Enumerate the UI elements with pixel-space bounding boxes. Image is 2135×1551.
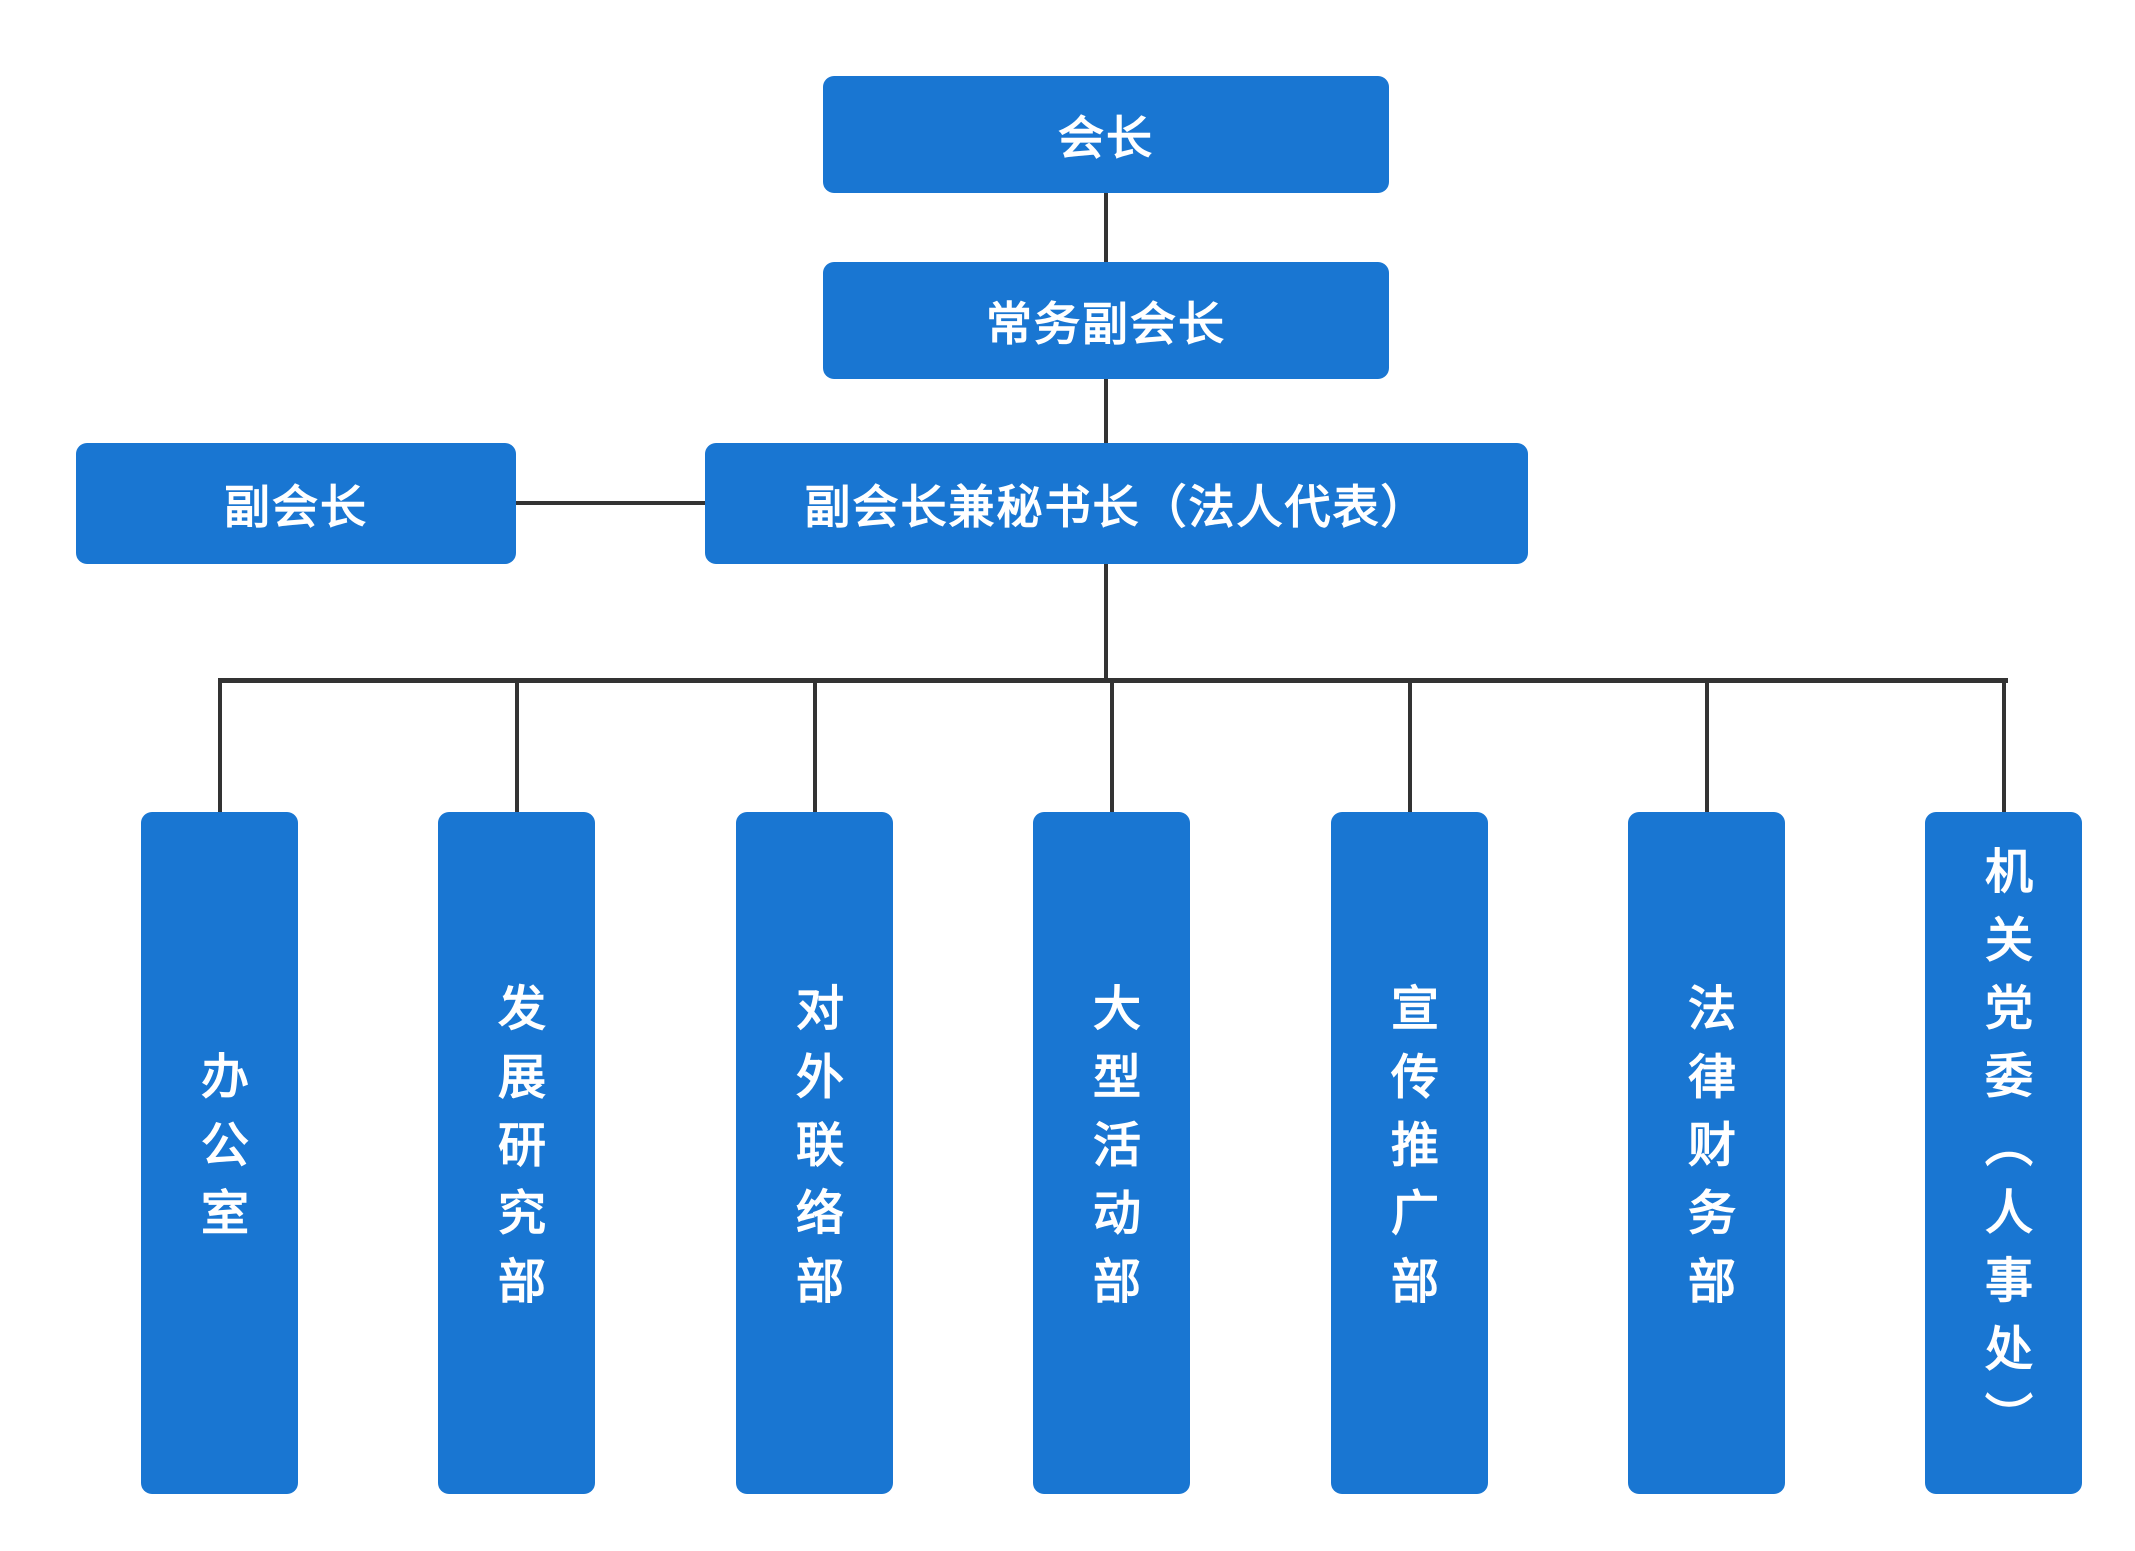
node-dept-major-events: 大型活动部 xyxy=(1033,812,1190,1494)
node-vice-president: 副会长 xyxy=(76,443,516,564)
connector-evp-secretary xyxy=(1104,379,1108,443)
node-executive-vice-president: 常务副会长 xyxy=(823,262,1389,379)
node-dept-publicity-promotion: 宣传推广部 xyxy=(1331,812,1488,1494)
connector-president-evp xyxy=(1104,193,1108,262)
connector-drop-legal-finance xyxy=(1705,680,1709,812)
node-president: 会长 xyxy=(823,76,1389,193)
connector-drop-external-liaison xyxy=(813,680,817,812)
node-vp-secretary-general: 副会长兼秘书长（法人代表） xyxy=(705,443,1528,564)
connector-drop-major-events xyxy=(1110,680,1114,812)
node-dept-external-liaison: 对外联络部 xyxy=(736,812,893,1494)
connector-drop-development-research xyxy=(515,680,519,812)
connector-secretary-bus xyxy=(1104,564,1108,682)
node-dept-legal-finance: 法律财务部 xyxy=(1628,812,1785,1494)
connector-drop-office xyxy=(218,680,222,812)
node-dept-office: 办公室 xyxy=(141,812,298,1494)
connector-drop-party-committee xyxy=(2002,680,2006,812)
node-dept-development-research: 发展研究部 xyxy=(438,812,595,1494)
connector-vp-secretary xyxy=(516,501,705,505)
node-dept-party-committee-hr: 机关党委（人事处） xyxy=(1925,812,2082,1494)
connector-drop-publicity-promotion xyxy=(1408,680,1412,812)
